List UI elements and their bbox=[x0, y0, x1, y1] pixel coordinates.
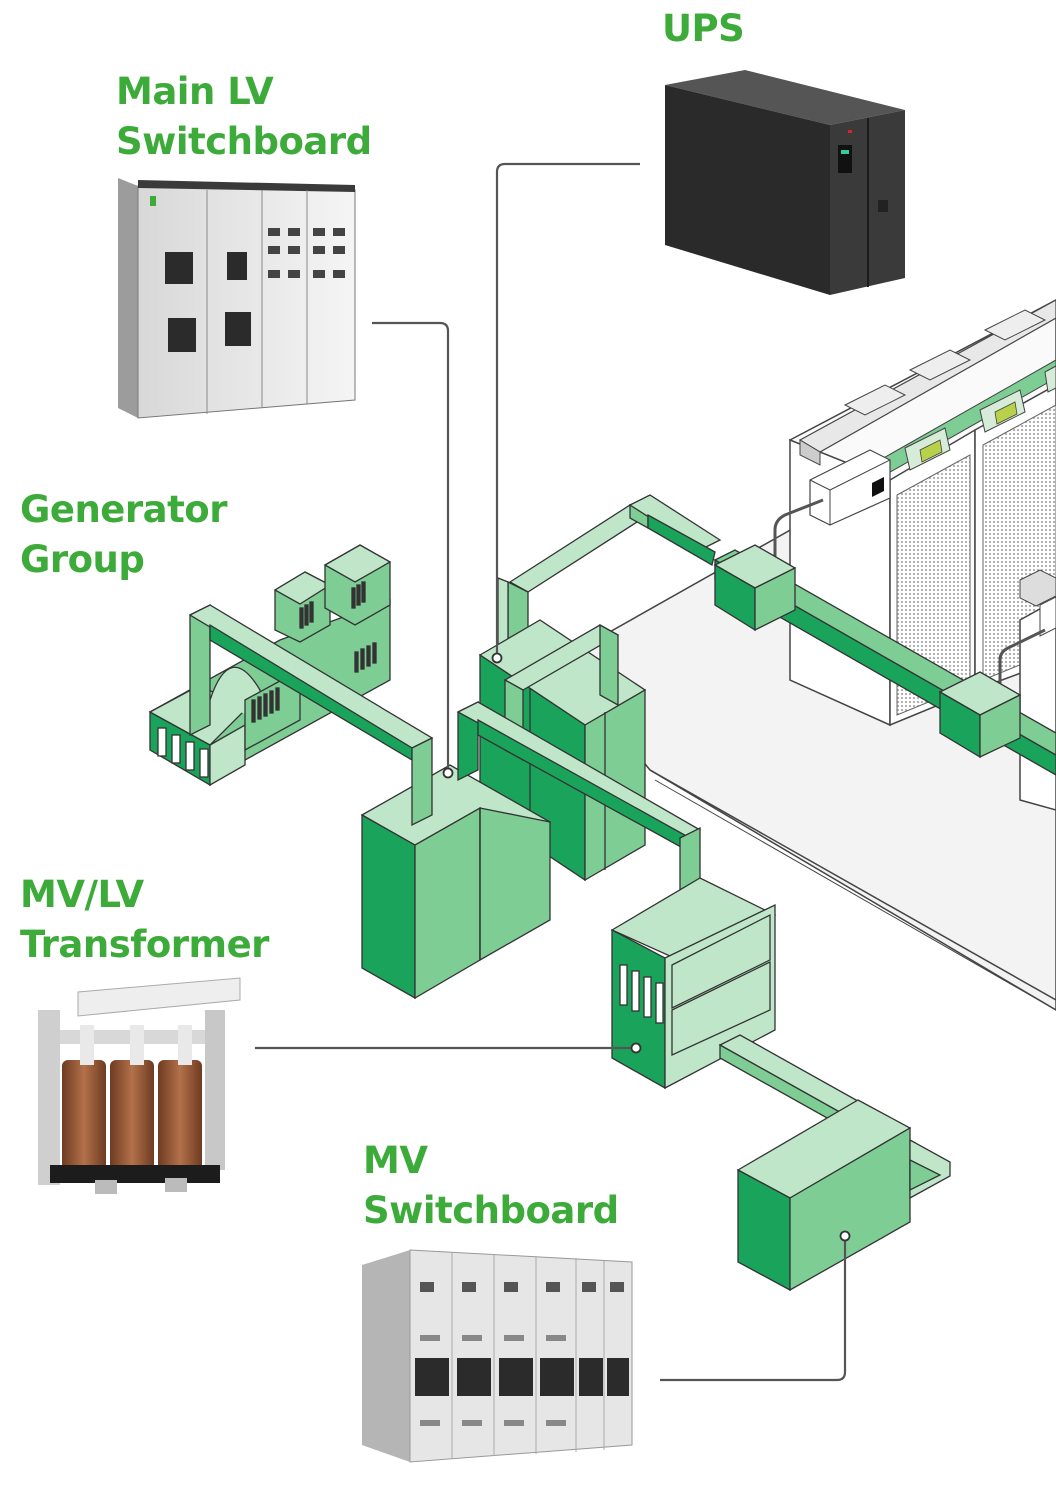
generator-set bbox=[148, 544, 434, 827]
label-mv-switchboard: MV Switchboard bbox=[363, 1139, 619, 1232]
rack-feed-cables bbox=[773, 498, 1046, 710]
busway bbox=[497, 494, 1056, 776]
dry-type-transformer-icon bbox=[38, 977, 241, 1194]
label-generator-group: Generator Group bbox=[20, 488, 227, 581]
transformer-green bbox=[610, 877, 867, 1130]
mv-switchgear-icon bbox=[362, 1249, 633, 1463]
lv-switchboard-green bbox=[360, 700, 702, 1000]
label-main-lv-switchboard: Main LV Switchboard bbox=[116, 70, 372, 163]
leader-lines bbox=[255, 162, 847, 1382]
mv-switchboard-green bbox=[736, 1099, 951, 1292]
connection-dots bbox=[442, 652, 851, 1242]
server-rack-row bbox=[788, 299, 1056, 811]
label-mv-lv-transformer: MV/LV Transformer bbox=[20, 873, 269, 966]
ups-unit-icon bbox=[665, 70, 905, 295]
label-ups: UPS bbox=[662, 7, 745, 50]
lv-switchboard-cabinet-icon bbox=[118, 178, 356, 419]
